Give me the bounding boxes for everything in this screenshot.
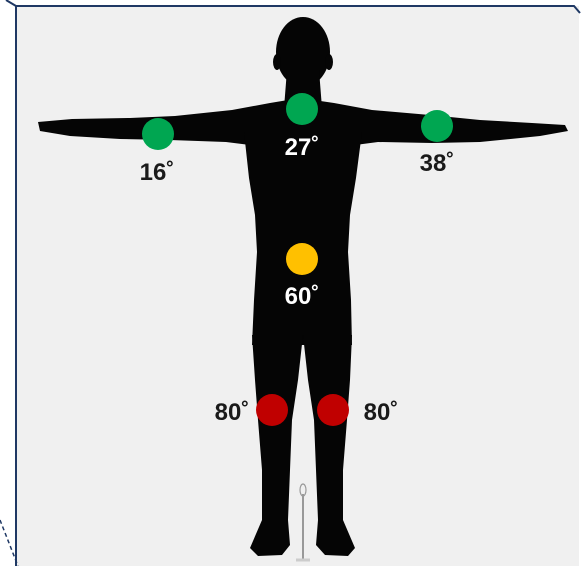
neck-joint-marker bbox=[286, 93, 318, 125]
knee-left-angle-label: 80˚ bbox=[215, 399, 250, 426]
hip-angle-label: 60˚ bbox=[285, 283, 320, 310]
neck-angle-label: 27˚ bbox=[285, 134, 320, 161]
knee-right-angle-label: 80˚ bbox=[364, 399, 399, 426]
knee-right-joint-marker bbox=[317, 394, 349, 426]
silhouette-torso bbox=[244, 132, 362, 345]
knee-left-joint-marker bbox=[256, 394, 288, 426]
shoulder-left-joint-marker bbox=[142, 118, 174, 150]
shoulder-left-angle-label: 16˚ bbox=[140, 159, 175, 186]
shoulder-right-angle-label: 38˚ bbox=[420, 150, 455, 177]
hip-joint-marker bbox=[286, 243, 318, 275]
shoulder-right-joint-marker bbox=[421, 110, 453, 142]
panel-frame-corner bbox=[6, 0, 16, 6]
